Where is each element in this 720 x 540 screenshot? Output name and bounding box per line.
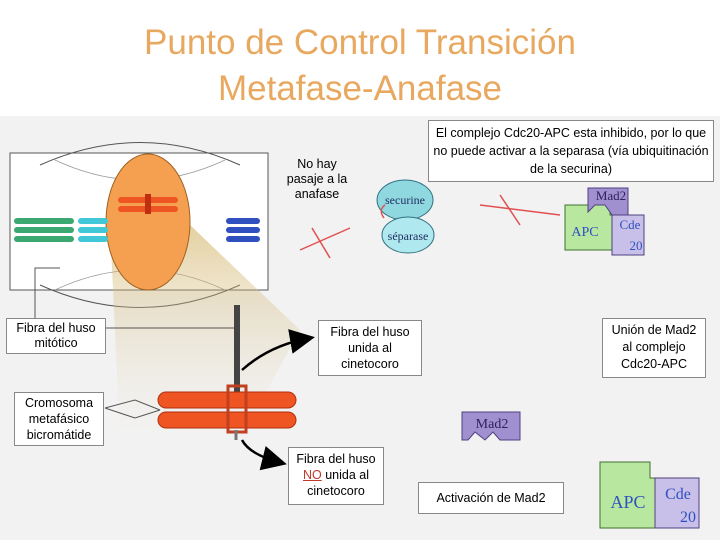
central-chromosome xyxy=(118,194,178,214)
title-line-2: Metafase-Anafase xyxy=(217,69,503,108)
cell-nucleus xyxy=(105,153,191,291)
fibra-huso-mitotico-label: Fibra del huso mitótico xyxy=(6,318,106,354)
fibra-no-unida-no: NO xyxy=(302,468,322,482)
num20-label-top: 20 xyxy=(630,238,643,253)
mad2-label-bottom: Mad2 xyxy=(476,417,509,432)
green-chromosome xyxy=(14,218,74,242)
apc-label-bottom: APC xyxy=(610,492,645,512)
inhibition-marks xyxy=(299,194,561,259)
apc-complex-bottom: APC Cde 20 xyxy=(599,461,700,529)
complejo-inhibido-label: El complejo Cdc20-APC esta inhibido, por… xyxy=(428,120,714,182)
mad2-activated: Mad2 xyxy=(461,411,521,441)
cromosoma-label: Cromosoma metafásico bicromátide xyxy=(14,392,104,446)
no-pasaje-label: No hay pasaje a la anafase xyxy=(286,157,348,201)
fibra-no-unida-pre: Fibra del huso xyxy=(296,452,376,466)
cde-label-bottom: Cde xyxy=(665,486,691,503)
cyan-chromosome xyxy=(78,218,108,242)
union-mad2-label: Unión de Mad2 al complejo Cdc20-APC xyxy=(602,318,706,378)
fibra-unida-label: Fibra del huso unida al cinetocoro xyxy=(318,320,422,376)
activacion-mad2-label: Activación de Mad2 xyxy=(418,482,564,514)
title-line-1: Punto de Control Transición xyxy=(144,23,576,62)
apc-complex-inhibited: Mad2 APC Cde 20 xyxy=(564,187,645,256)
mad2-label-top: Mad2 xyxy=(596,188,626,203)
blue-chromosome xyxy=(226,218,260,242)
num20-label-bottom: 20 xyxy=(680,509,696,526)
arrow-to-fibra-no-unida xyxy=(240,439,287,471)
left-pointer-lines xyxy=(34,267,240,419)
securine-separase-complex: securine séparase xyxy=(376,179,435,254)
securine-label: securine xyxy=(385,193,425,207)
apc-label-top: APC xyxy=(571,225,598,240)
arrow-to-fibra-unida xyxy=(241,329,315,371)
separase-label: séparase xyxy=(388,229,429,243)
fibra-no-unida-post: unida al cinetocoro xyxy=(307,468,370,498)
fibra-no-unida-label: Fibra del huso NO unida al cinetocoro xyxy=(288,447,384,505)
zoomed-chromosome xyxy=(157,305,297,440)
cde-label-top: Cde xyxy=(620,217,641,232)
